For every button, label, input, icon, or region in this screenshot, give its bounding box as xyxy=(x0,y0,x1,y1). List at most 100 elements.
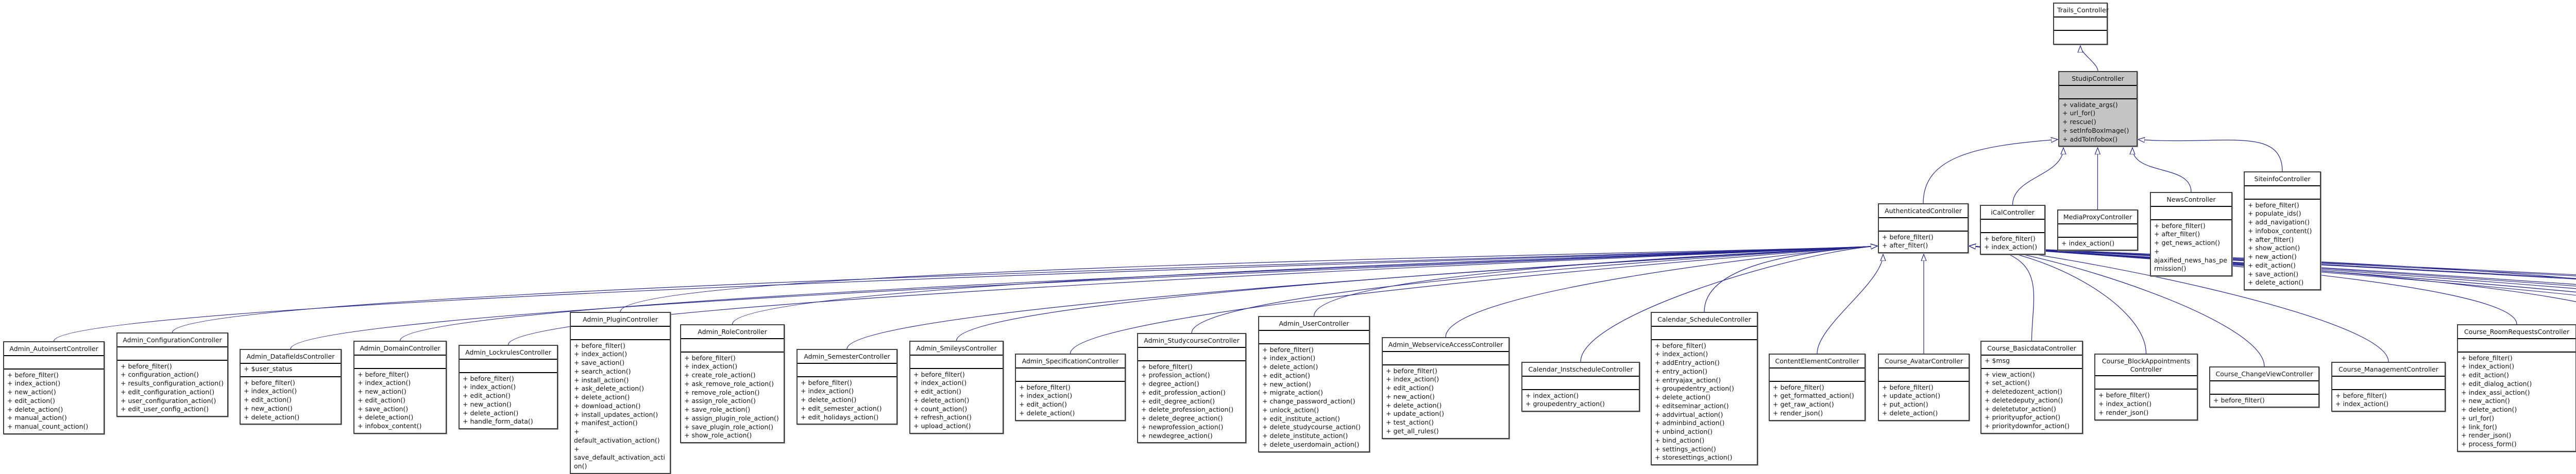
class-methods: + before_filter()+ index_action() xyxy=(1981,233,2044,254)
class-box-mediaproxy[interactable]: MediaProxyController+ index_action() xyxy=(2057,209,2138,251)
class-box-admin_autoinsert[interactable]: Admin_AutoinsertController+ before_filte… xyxy=(3,341,105,434)
class-title: Course_BlockAppointments Controller xyxy=(2095,355,2197,377)
class-method: + editseminar_action() xyxy=(1655,401,1729,410)
class-method: + manifest_action() xyxy=(574,419,638,427)
class-box-admin_smileys[interactable]: Admin_SmileysController + before_filter()… xyxy=(909,341,1004,434)
class-method: + delete_action() xyxy=(574,393,630,401)
class-method: + view_action() xyxy=(1985,370,2035,378)
class-box-contentelement[interactable]: ContentElementController+ before_filter(… xyxy=(1769,354,1866,421)
class-box-course_roomrequests[interactable]: Course_RoomRequestsController+ before_fi… xyxy=(2457,324,2576,452)
class-method: + newdegree_action() xyxy=(1141,431,1213,440)
class-title: Admin_LockrulesController xyxy=(460,346,557,360)
class-box-course_basicdata[interactable]: Course_BasicdataController+ $msg+ view_a… xyxy=(1980,341,2083,434)
class-box-ical[interactable]: iCalController + before_filter()+ index_a… xyxy=(1980,205,2045,255)
class-title: Admin_PluginController xyxy=(571,313,670,327)
class-method: + bind_action() xyxy=(1655,436,1705,444)
class-methods: + before_filter()+ index_action()+ creat… xyxy=(681,353,784,443)
class-methods: + before_filter()+ index_action()+ edit_… xyxy=(910,369,1003,433)
class-method: + index_action() xyxy=(1386,375,1439,383)
class-method: + upload_action() xyxy=(913,422,971,430)
class-box-admin_studycourse[interactable]: Admin_StudycourseController+ before_filt… xyxy=(1137,333,1246,444)
class-box-admin_specification[interactable]: Admin_SpecificationController+ before_fi… xyxy=(1015,354,1126,421)
class-method: + groupedentry_action() xyxy=(1655,384,1734,393)
class-method: + default_activation_action() xyxy=(574,428,660,444)
class-methods: + before_filter()+ after_filter()+ get_n… xyxy=(2151,220,2231,276)
inheritance-edge-ical-to-studip xyxy=(2012,148,2064,205)
class-method: + index_action() xyxy=(2061,239,2115,247)
inheritance-edge-course_basicdata-to-auth xyxy=(1969,246,2035,341)
class-methods: + before_filter()+ index_action()+ delet… xyxy=(1259,344,1369,451)
class-method: + unbind_action() xyxy=(1655,428,1713,436)
class-box-admin_role[interactable]: Admin_RoleController+ before_filter()+ i… xyxy=(680,324,785,444)
class-method: + delete_institute_action() xyxy=(1262,432,1348,440)
class-methods: + before_filter()+ profession_action()+ … xyxy=(1138,361,1245,443)
class-attribute: + $msg xyxy=(1985,356,2010,364)
class-method: + set_action() xyxy=(1985,379,2030,387)
class-method: + save_default_activation_action() xyxy=(574,445,665,470)
class-title: Course_ChangeViewController xyxy=(2210,367,2318,381)
class-method: + test_action() xyxy=(1386,418,1434,427)
class-box-auth[interactable]: AuthenticatedController+ before_filter()… xyxy=(1878,203,1969,254)
class-title: Admin_SmileysController xyxy=(910,342,1003,356)
class-method: + before_filter() xyxy=(1655,341,1706,349)
inheritance-edge-admin_autoinsert-to-auth xyxy=(53,246,1878,342)
class-attributes xyxy=(1138,348,1245,361)
class-title: Admin_DomainController xyxy=(354,342,446,356)
class-box-admin_lockrules[interactable]: Admin_LockrulesController+ before_filter… xyxy=(459,345,558,430)
class-method: + profession_action() xyxy=(1141,371,1210,379)
class-method: + show_action() xyxy=(2248,244,2300,252)
class-box-admin_webservice[interactable]: Admin_WebserviceAccessController+ before… xyxy=(1382,337,1510,439)
class-box-admin_user[interactable]: Admin_UserController+ before_filter()+ i… xyxy=(1258,316,1370,452)
class-box-course_avatar[interactable]: Course_AvatarController+ before_filter()… xyxy=(1878,354,1970,421)
class-box-course_changeview[interactable]: Course_ChangeViewController + before_filt… xyxy=(2209,366,2319,408)
class-method: + delete_action() xyxy=(1655,393,1711,401)
class-title: NewsController xyxy=(2151,193,2231,207)
class-attributes xyxy=(2054,17,2107,31)
class-box-admin_datafields[interactable]: Admin_DatafieldsController+ $user_status… xyxy=(240,349,342,425)
class-title: iCalController xyxy=(1981,206,2044,220)
class-method: + update_action() xyxy=(1882,392,1940,400)
class-title: ContentElementController xyxy=(1770,355,1865,368)
class-method: + validate_args() xyxy=(2062,100,2118,109)
class-method: + index_action() xyxy=(574,350,628,358)
class-attributes xyxy=(1879,368,1969,382)
class-box-siteinfo[interactable]: SiteinfoController+ before_filter()+ pop… xyxy=(2244,171,2321,291)
class-attributes xyxy=(2059,86,2137,99)
class-methods: + validate_args()+ url_for()+ rescue()+ … xyxy=(2059,99,2137,146)
inheritance-edge-admin_plugin-to-auth xyxy=(620,246,1877,312)
class-method: + render_json() xyxy=(1773,409,1823,417)
class-box-admin_semester[interactable]: Admin_SemesterController+ before_filter(… xyxy=(796,349,897,425)
class-method: + populate_ids() xyxy=(2248,209,2301,218)
class-method: + delete_action() xyxy=(913,396,970,404)
class-method: + ask_delete_action() xyxy=(574,384,644,393)
inheritance-edge-course_roomrequests-to-auth xyxy=(1969,246,2517,325)
class-box-news[interactable]: NewsController + before_filter()+ after_f… xyxy=(2150,192,2232,277)
class-methods: + before_filter()+ index_action()+ delet… xyxy=(798,377,896,424)
class-method: + edit_semester_action() xyxy=(801,404,882,412)
class-box-studip[interactable]: StudipController+ validate_args()+ url_f… xyxy=(2058,71,2138,147)
class-attributes xyxy=(1981,220,2044,233)
class-method: + delete_action() xyxy=(7,405,63,413)
class-methods: + before_filter() xyxy=(2210,395,2318,407)
class-method: + edit_action() xyxy=(2248,261,2296,269)
class-method: + before_filter() xyxy=(1262,345,1314,354)
class-box-course_management[interactable]: Course_ManagementController+ before_filt… xyxy=(2331,362,2446,412)
inheritance-edge-calendar_schedule-to-auth xyxy=(1704,246,1877,312)
class-box-admin_configuration[interactable]: Admin_ConfigurationController+ before_fi… xyxy=(116,332,228,417)
class-method: + before_filter() xyxy=(2213,396,2265,404)
class-box-trails[interactable]: Trails_Controller xyxy=(2053,3,2109,45)
class-method: + index_assi_action() xyxy=(2461,388,2530,396)
class-box-admin_domain[interactable]: Admin_DomainController+ before_filter()+… xyxy=(353,341,447,434)
class-method: + index_action() xyxy=(2335,400,2389,408)
inheritance-diagram-canvas: { "diagram": { "type": "class-inheritanc… xyxy=(3,3,2576,474)
class-method: + new_action() xyxy=(244,404,293,412)
class-method: + before_filter() xyxy=(684,354,736,362)
class-box-calendar_schedule[interactable]: Calendar_ScheduleController+ before_filt… xyxy=(1651,312,1758,466)
class-method: + link_for() xyxy=(2461,423,2497,431)
class-box-course_blockappointments[interactable]: Course_BlockAppointments Controller+ bef… xyxy=(2094,354,2198,420)
class-method: + assign_role_action() xyxy=(684,397,756,405)
class-box-calendar_instschedule[interactable]: Calendar_InstscheduleController+ index_a… xyxy=(1521,362,1640,412)
class-box-admin_plugin[interactable]: Admin_PluginController+ before_filter()+… xyxy=(570,312,671,474)
class-method: + newprofession_action() xyxy=(1141,423,1224,431)
class-method: + get_all_rules() xyxy=(1386,427,1439,435)
